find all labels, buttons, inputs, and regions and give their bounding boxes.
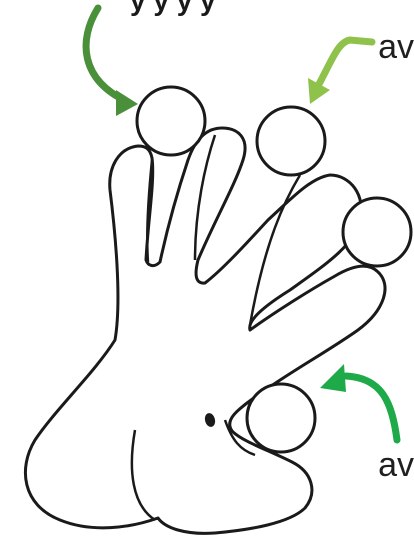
curved-arrow-icon	[86, 8, 128, 102]
curved-arrow-icon	[318, 40, 372, 86]
fingertip-circle-icon	[257, 107, 325, 175]
top-clipped-text: y y y y	[130, 0, 216, 16]
arrowhead-icon	[320, 364, 346, 392]
label-top-right: av	[378, 30, 414, 64]
palm-dot	[203, 412, 216, 428]
label-bottom-right: av	[378, 448, 414, 482]
fingertip-circle-icon	[247, 384, 315, 452]
arrowhead-icon	[116, 90, 138, 116]
fingertip-circle-icon	[343, 198, 411, 266]
hand-outline-icon	[25, 128, 385, 533]
palm-crease	[132, 430, 155, 520]
curved-arrow-icon	[346, 376, 397, 440]
fingertip-circle-icon	[137, 87, 205, 155]
